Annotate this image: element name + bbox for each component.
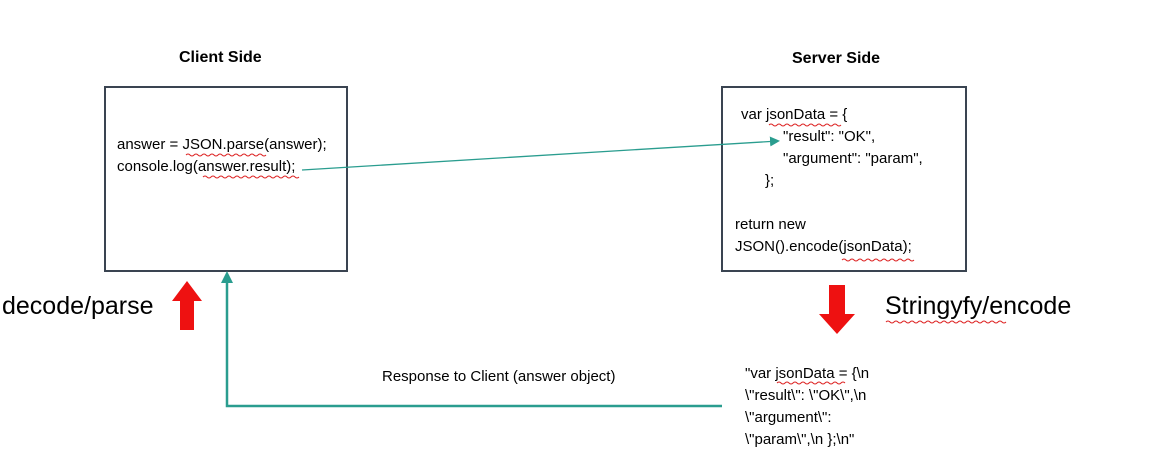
- server-code: var jsonData = { "result": "OK", "argume…: [735, 104, 923, 258]
- reference-arrow: [301, 136, 780, 171]
- server-code-line-1: var jsonData = {: [741, 106, 848, 123]
- underline-stringyfy: [885, 320, 1007, 324]
- encode-down-arrow-icon: [819, 285, 855, 334]
- response-to-client-label: Response to Client (answer object): [382, 368, 616, 385]
- decode-parse-label: decode/parse: [2, 292, 154, 320]
- encoded-json-string: "var jsonData = {\n \"result\": \"OK\",\…: [745, 363, 869, 451]
- stringify-encode-label: Stringyfy/encode: [885, 292, 1072, 320]
- underline-jsondata-3: [776, 381, 846, 385]
- server-code-line-6: return new: [735, 216, 806, 233]
- encoded-line-2: \"result\": \"OK\",\n: [745, 387, 867, 404]
- decode-up-arrow-icon: [172, 281, 202, 330]
- server-side-heading: Server Side: [792, 50, 881, 67]
- underline-json: [185, 153, 267, 157]
- spellcheck-underlines: [185, 123, 1007, 385]
- client-code-line-2: console.log(answer.result);: [117, 156, 327, 178]
- response-connector: [225, 282, 722, 408]
- client-code-line-2-text: console.log(answer.result);: [117, 158, 296, 175]
- underline-jsondata-2: [841, 258, 915, 262]
- server-code-line-4: };: [765, 172, 775, 189]
- client-code: answer = JSON.parse(answer); console.log…: [117, 134, 327, 178]
- server-code-line-3: "argument": "param",: [783, 150, 923, 167]
- underline-answer-result: [202, 175, 300, 179]
- server-code-box: [721, 86, 967, 272]
- client-side-heading: Client Side: [179, 49, 262, 66]
- client-code-box: [104, 86, 348, 272]
- client-code-line-1-text: answer = JSON.parse(answer);: [117, 136, 327, 153]
- encoded-line-4: \"param\",\n };\n": [745, 431, 855, 448]
- encoded-line-1: "var jsonData = {\n: [745, 365, 870, 382]
- underline-jsondata-1: [768, 123, 842, 127]
- client-code-line-1: answer = JSON.parse(answer);: [117, 134, 327, 156]
- server-code-line-7: JSON().encode(jsonData);: [735, 238, 912, 255]
- server-code-line-2: "result": "OK",: [783, 128, 876, 145]
- encoded-line-3: \"argument\":: [745, 409, 832, 426]
- response-arrowhead: [221, 271, 233, 283]
